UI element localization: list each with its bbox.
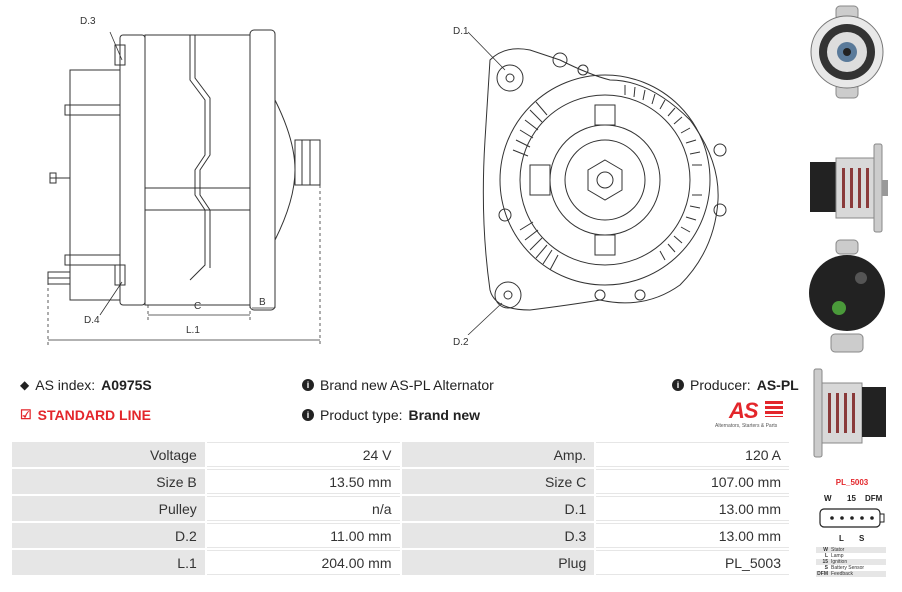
spec-value: 107.00 mm <box>596 469 789 494</box>
pin-label: DFM <box>865 494 883 503</box>
check-square-icon: ☑ <box>20 407 32 422</box>
producer-row: i Producer: AS-PL <box>672 377 799 393</box>
spec-value: PL_5003 <box>596 550 789 575</box>
standard-line-label: STANDARD LINE <box>37 407 151 423</box>
spec-label: Voltage <box>12 442 205 467</box>
thumbnail-rear[interactable] <box>806 238 888 353</box>
thumbnail-side[interactable] <box>806 140 888 236</box>
table-row: Size B 13.50 mm Size C 107.00 mm <box>12 469 789 494</box>
product-type-value: Brand new <box>408 407 481 423</box>
label-d1: D.1 <box>453 26 469 37</box>
spec-value: 204.00 mm <box>206 550 400 575</box>
specs-table: Voltage 24 V Amp. 120 A Size B 13.50 mm … <box>10 440 791 577</box>
spec-value: n/a <box>206 496 400 521</box>
pin-label: S <box>859 534 865 543</box>
label-l1: L.1 <box>186 325 200 336</box>
info-circle-icon: i <box>302 379 314 391</box>
product-type-label: Product type: <box>320 407 403 423</box>
spec-value: 120 A <box>596 442 789 467</box>
table-row: L.1 204.00 mm Plug PL_5003 <box>12 550 789 575</box>
table-row: Pulley n/a D.1 13.00 mm <box>12 496 789 521</box>
spec-value: 11.00 mm <box>206 523 400 548</box>
spec-label: Plug <box>401 550 595 575</box>
label-d3: D.3 <box>80 16 96 27</box>
spec-value: 13.00 mm <box>596 523 789 548</box>
spec-value: 13.50 mm <box>206 469 400 494</box>
producer-label: Producer: <box>690 377 751 393</box>
spec-value: 24 V <box>206 442 400 467</box>
spec-label: D.2 <box>12 523 205 548</box>
info-circle-icon: i <box>672 379 684 391</box>
pin-label: W <box>824 494 832 503</box>
thumbnail-front[interactable] <box>806 4 888 100</box>
as-index-label: AS index: <box>35 377 96 393</box>
spec-label: L.1 <box>12 550 205 575</box>
info-circle-icon: i <box>302 409 314 421</box>
logo-stripes <box>765 401 783 417</box>
plug-connector-shape <box>819 508 885 528</box>
label-d4: D.4 <box>84 315 100 326</box>
plug-title: PL_5003 <box>835 478 869 487</box>
logo-caption: Alternators, Starters & Parts <box>715 423 778 429</box>
spec-label: D.3 <box>401 523 595 548</box>
standard-line-row: ☑ STANDARD LINE <box>20 407 151 423</box>
side-view-drawing <box>47 29 321 345</box>
brand-text: Brand new AS-PL Alternator <box>320 377 494 393</box>
label-c: C <box>194 301 202 312</box>
spec-label: Pulley <box>12 496 205 521</box>
thumbnail-side-2[interactable] <box>806 365 888 461</box>
label-b: B <box>259 297 266 308</box>
tags-icon: ◆ <box>20 378 30 392</box>
spec-value: 13.00 mm <box>596 496 789 521</box>
spec-label: Size B <box>12 469 205 494</box>
pin-label: L <box>839 534 844 543</box>
logo-mark: AS <box>729 398 759 423</box>
front-view-drawing <box>467 31 727 335</box>
as-index-value: A0975S <box>101 377 152 393</box>
brand-row: i Brand new AS-PL Alternator <box>302 377 494 393</box>
spec-label: D.1 <box>401 496 595 521</box>
as-pl-logo: AS Alternators, Starters & Parts <box>715 398 795 432</box>
spec-label: Amp. <box>401 442 595 467</box>
spec-label: Size C <box>401 469 595 494</box>
as-index-row: ◆ AS index: A0975S <box>20 377 152 393</box>
pin-label: 15 <box>847 494 856 503</box>
table-row: D.2 11.00 mm D.3 13.00 mm <box>12 523 789 548</box>
label-d2: D.2 <box>453 337 469 348</box>
producer-value: AS-PL <box>756 377 799 393</box>
table-row: Voltage 24 V Amp. 120 A <box>12 442 789 467</box>
product-type-row: i Product type: Brand new <box>302 407 480 423</box>
